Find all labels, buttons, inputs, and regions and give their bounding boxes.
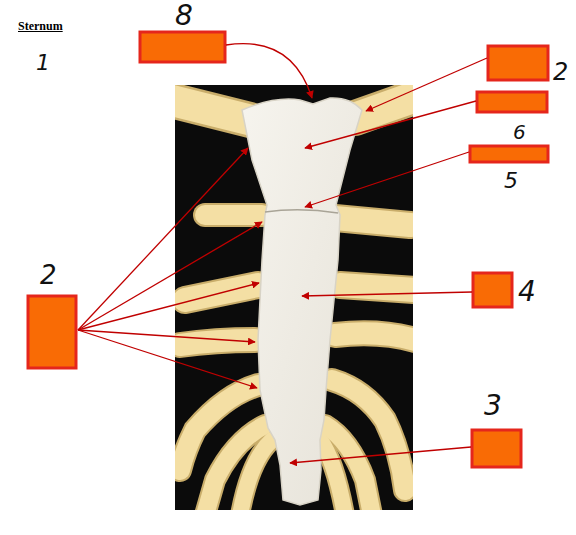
sternal-angle-line — [265, 210, 338, 213]
callout-number: 8 — [175, 2, 193, 30]
answer-box — [488, 46, 548, 80]
rib — [340, 285, 413, 290]
rib — [335, 333, 413, 340]
worksheet-title: Sternum — [18, 20, 63, 33]
callout-number: 2 — [40, 262, 57, 288]
rib — [175, 100, 250, 120]
answer-box — [472, 430, 521, 467]
answer-box — [473, 273, 512, 307]
leader-line — [290, 447, 471, 463]
answer-box — [477, 92, 547, 112]
callout-number: 1 — [36, 52, 50, 74]
rib — [205, 203, 262, 227]
leader-line — [305, 101, 476, 148]
callout-number: 2 — [553, 60, 568, 84]
rib-shadows — [175, 95, 413, 510]
callout-number: 5 — [504, 170, 518, 192]
sternum-bone — [242, 98, 362, 505]
answer-boxes — [28, 32, 548, 467]
rib — [335, 218, 410, 225]
leader-line — [78, 330, 257, 388]
leader-line — [78, 222, 262, 330]
answer-box — [470, 146, 548, 162]
rib — [320, 440, 345, 510]
leader-line — [302, 292, 472, 296]
callout-number: 6 — [513, 122, 526, 142]
leader-line — [305, 152, 469, 207]
leader-lines — [78, 44, 487, 463]
rib — [240, 440, 272, 510]
leader-line — [78, 148, 248, 330]
rib — [175, 100, 250, 120]
rib — [335, 333, 413, 340]
rib-highlights — [175, 95, 413, 510]
rib — [335, 218, 410, 225]
callout-number: 3 — [484, 392, 502, 420]
leader-line — [78, 330, 255, 342]
answer-box — [28, 296, 76, 368]
rib — [355, 95, 413, 118]
callout-number: 4 — [518, 278, 536, 306]
leader-line — [226, 44, 312, 98]
rib — [205, 205, 262, 225]
ribs — [175, 95, 413, 510]
rib — [355, 95, 413, 118]
answer-box — [140, 32, 225, 62]
leader-line — [78, 283, 259, 330]
rib — [340, 285, 413, 290]
